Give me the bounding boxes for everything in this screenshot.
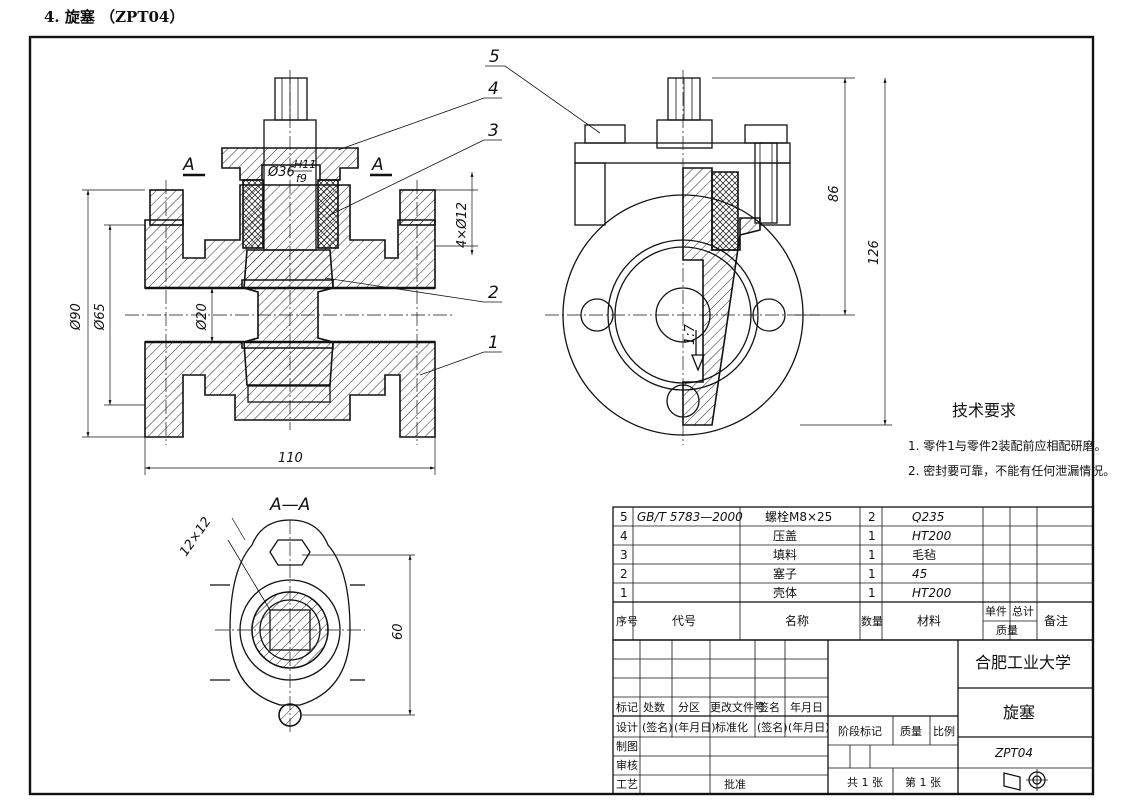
header-weight: 质量 [996, 624, 1018, 637]
row-4-qty: 1 [868, 529, 876, 543]
row-5-name: 螺栓M8×25 [765, 509, 832, 524]
tb-drawing-name: 旋塞 [1003, 703, 1035, 722]
tb-count: 处数 [643, 701, 665, 714]
header-total-weight: 总计 [1012, 604, 1034, 618]
tech-req-item-1: 1. 零件1与零件2装配前应相配研磨。 [908, 438, 1107, 453]
row-1-name: 壳体 [773, 586, 797, 600]
tech-requirements: 技术要求 1. 零件1与零件2装配前应相配研磨。 2. 密封要可靠，不能有任何泄… [908, 401, 1115, 478]
row-5-material: Q235 [912, 510, 944, 524]
tech-req-title: 技术要求 [952, 401, 1016, 420]
row-1-material: HT200 [912, 586, 952, 600]
balloon-2: 2 [488, 283, 499, 303]
title-block: 标记 处数 分区 更改文件号 签名 年月日 设计 (签名) (年月日) 标准化 … [612, 639, 1094, 795]
tb-design-sign: (签名) [642, 720, 673, 734]
balloon-4: 4 [488, 79, 499, 99]
fit-upper: H11 [294, 158, 316, 171]
tb-weight: 质量 [900, 725, 922, 738]
tb-sign: 签名 [758, 700, 780, 714]
tb-mark: 标记 [616, 700, 638, 714]
tb-date: 年月日 [790, 700, 823, 714]
tb-drawn: 制图 [616, 740, 638, 753]
tb-school: 合肥工业大学 [975, 653, 1071, 672]
row-5-code: GB/T 5783—2000 [637, 510, 743, 524]
balloon-5: 5 [489, 47, 500, 67]
tb-checked: 审核 [616, 758, 638, 772]
section-a-a: A—A 12×12 60 [177, 495, 415, 735]
row-3-qty: 1 [868, 548, 876, 562]
tech-req-item-2: 2. 密封要可靠，不能有任何泄漏情况。 [908, 463, 1115, 478]
height126-dimension: 126 [867, 240, 882, 265]
tb-sheet-no: 第 1 张 [905, 775, 941, 789]
section-mark-left: A [182, 155, 195, 175]
tb-design: 设计 [616, 721, 638, 734]
tb-zone: 分区 [678, 701, 700, 714]
section-view-title: A—A [269, 495, 310, 515]
header-name: 名称 [785, 613, 809, 628]
tb-scale: 比例 [933, 724, 955, 738]
header-code: 代号 [672, 614, 696, 628]
row-5-no: 5 [620, 510, 628, 524]
height86-dimension: 86 [827, 185, 842, 202]
row-1-no: 1 [620, 586, 628, 600]
tb-sheets-total: 共 1 张 [847, 776, 883, 789]
fit-dimension: Ø36 [267, 165, 295, 180]
dia20-dimension: Ø20 [195, 303, 210, 331]
row-4-material: HT200 [912, 529, 952, 543]
header-unit-weight: 单件 [985, 605, 1007, 618]
width110-dimension: 110 [278, 451, 303, 466]
tb-standard: 标准化 [715, 720, 748, 734]
row-2-no: 2 [620, 567, 628, 581]
height60-dimension: 60 [391, 623, 406, 640]
dia90-dimension: Ø90 [69, 303, 84, 331]
header-remark: 备注 [1044, 613, 1068, 628]
tb-standard-date: (年月日) [788, 720, 830, 734]
sheet-frame [28, 35, 1095, 796]
section-mark-right: A [371, 155, 384, 175]
tb-approved: 批准 [724, 777, 746, 791]
balloon-1: 1 [488, 333, 499, 353]
row-4-name: 压盖 [773, 529, 797, 543]
page-title: 4. 旋塞 （ZPT04） [44, 8, 185, 26]
square-dimension: 12×12 [177, 515, 215, 560]
header-qty: 数量 [861, 615, 883, 628]
row-2-qty: 1 [868, 567, 876, 581]
header-material: 材料 [917, 614, 941, 628]
row-3-material: 毛毡 [912, 548, 936, 562]
balloon-3: 3 [488, 121, 499, 141]
fit-lower: f9 [296, 172, 307, 185]
row-5-qty: 2 [868, 510, 876, 524]
tb-standard-sign: (签名) [757, 720, 788, 734]
row-1-qty: 1 [868, 586, 876, 600]
row-2-name: 塞子 [773, 566, 797, 581]
row-2-material: 45 [912, 567, 927, 581]
parts-list: 5 GB/T 5783—2000 螺栓M8×25 2 Q235 4 压盖 1 H… [612, 506, 1094, 641]
tb-change-doc: 更改文件号 [710, 700, 765, 714]
front-view: A A Ø36 H11 f9 4×Ø12 Ø90 Ø65 Ø20 110 4 3 [69, 70, 502, 475]
dia65-dimension: Ø65 [93, 303, 108, 331]
row-4-no: 4 [620, 529, 628, 543]
taper-dimension: 1:7 [683, 323, 698, 345]
side-view: 1:7 86 126 5 [485, 47, 892, 445]
tb-drawing-no: ZPT04 [994, 746, 1033, 760]
tb-process: 工艺 [616, 778, 638, 791]
row-3-no: 3 [620, 548, 628, 562]
projection-symbol-icon [1003, 769, 1048, 791]
row-3-name: 填料 [773, 548, 797, 562]
tb-design-date: (年月日) [674, 720, 716, 734]
holes-dimension: 4×Ø12 [455, 202, 470, 248]
tb-stage-mark: 阶段标记 [838, 724, 882, 738]
header-no: 序号 [616, 614, 638, 628]
